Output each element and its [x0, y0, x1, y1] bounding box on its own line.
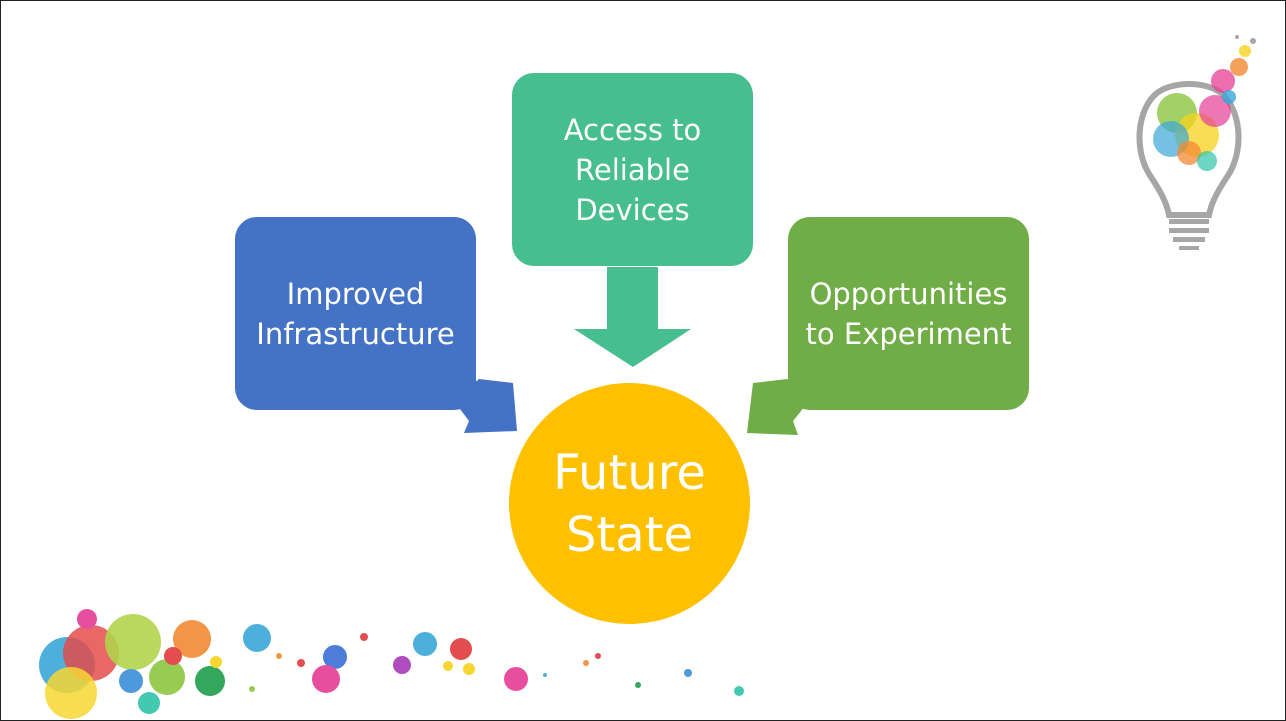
infrastructure-label: Improved Infrastructure: [256, 276, 455, 351]
future-state-label: Future State: [553, 444, 706, 563]
arrow-devices-down: [574, 267, 691, 367]
devices-label: Access to Reliable Devices: [563, 112, 702, 227]
devices-box: Access to Reliable Devices: [512, 73, 753, 266]
experiment-box: Opportunities to Experiment: [788, 217, 1029, 410]
infrastructure-box: Improved Infrastructure: [235, 217, 476, 410]
lightbulb-icon: [1136, 35, 1256, 250]
bubbles-decoration: [39, 609, 744, 719]
experiment-label: Opportunities to Experiment: [805, 276, 1012, 351]
future-state-circle: Future State: [509, 383, 750, 624]
